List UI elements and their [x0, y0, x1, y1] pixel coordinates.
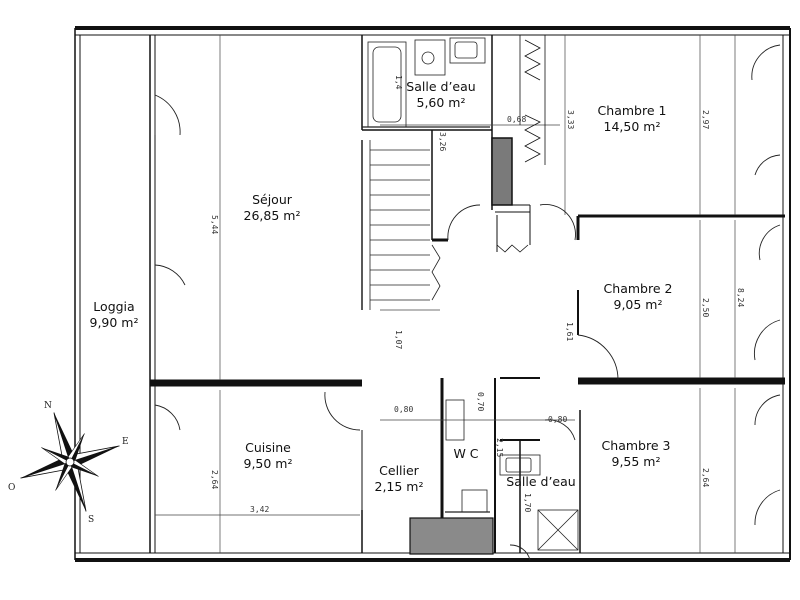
outer-walls [74, 26, 791, 562]
wardrobe-doors [519, 35, 546, 165]
dim-chambre1-right: 2,97 [701, 110, 710, 129]
dim-corridor: 1,07 [394, 330, 403, 349]
dim-sde-small: 1,4 [394, 75, 403, 90]
dim-cellier-b: 2,15 [495, 438, 504, 457]
room-cellier: Cellier 2,15 m² [375, 463, 424, 495]
dim-cuisine-height: 2,64 [210, 470, 219, 489]
compass-north: N [44, 401, 52, 411]
dim-sde-width: 0,68 [507, 115, 526, 124]
room-chambre-3: Chambre 3 9,55 m² [602, 438, 671, 470]
room-wc: W C [453, 446, 478, 462]
dim-sejour-height: 5,44 [210, 215, 219, 234]
dim-stair-depth: 3,26 [438, 132, 447, 151]
dimension-labels: 5,44 2,64 3,42 3,33 2,97 2,50 8,24 2,64 … [210, 75, 745, 514]
room-chambre-3-area: 9,55 m² [611, 454, 661, 469]
dim-cuisine-width: 3,42 [250, 505, 269, 514]
room-sejour-area: 26,85 m² [243, 208, 301, 223]
room-cuisine: Cuisine 9,50 m² [244, 440, 293, 472]
room-loggia: Loggia 9,90 m² [90, 299, 139, 331]
room-wc-name: W C [453, 446, 479, 461]
room-salle-eau-1-area: 5,60 m² [416, 95, 466, 110]
room-loggia-area: 9,90 m² [89, 315, 139, 330]
room-chambre-2-name: Chambre 2 [603, 281, 673, 296]
compass-east: E [122, 437, 129, 447]
staircase [361, 140, 441, 310]
room-cellier-name: Cellier [379, 463, 419, 478]
wc-fixtures [445, 399, 579, 551]
room-salle-eau-1: Salle d’eau 5,60 m² [406, 79, 475, 111]
room-cuisine-name: Cuisine [245, 440, 291, 455]
dim-sde2-a: 1,70 [523, 493, 532, 512]
cupboard-block [491, 137, 531, 253]
dim-chambre2-height: 2,50 [701, 298, 710, 317]
loggia-partition [149, 35, 156, 553]
dim-chambre3-height: 2,64 [701, 468, 710, 487]
room-salle-eau-2-name: Salle d’eau [506, 474, 576, 489]
dimension-lines [155, 35, 736, 553]
dim-cellier-a: 0,80 [394, 405, 413, 414]
dim-right-total: 8,24 [736, 288, 745, 307]
dim-sde2-b: 1,61 [565, 322, 574, 341]
room-sejour: Séjour 26,85 m² [244, 192, 301, 224]
compass-west: O [8, 483, 15, 493]
room-chambre-1-area: 14,50 m² [603, 119, 661, 134]
compass-rose-icon: N E S O [8, 401, 129, 525]
room-salle-eau-1-name: Salle d’eau [406, 79, 476, 94]
room-chambre-1-name: Chambre 1 [597, 103, 667, 118]
door-swings [154, 44, 781, 561]
dim-chambre1-height: 3,33 [566, 110, 575, 129]
room-salle-eau-2: Salle d’eau [506, 474, 575, 490]
interior-walls [150, 35, 785, 553]
compass-south: S [88, 515, 94, 525]
room-chambre-2: Chambre 2 9,05 m² [604, 281, 673, 313]
room-chambre-3-name: Chambre 3 [601, 438, 671, 453]
storage-block [409, 517, 494, 555]
room-chambre-2-area: 9,05 m² [613, 297, 663, 312]
room-chambre-1: Chambre 1 14,50 m² [598, 103, 667, 135]
dim-wc-b: 0,80 [548, 415, 567, 424]
room-loggia-name: Loggia [93, 299, 135, 314]
room-cellier-area: 2,15 m² [374, 479, 424, 494]
room-cuisine-area: 9,50 m² [243, 456, 293, 471]
bathroom-fixtures [362, 37, 490, 128]
room-sejour-name: Séjour [252, 192, 292, 207]
dim-wc-a: 0,70 [476, 392, 485, 411]
